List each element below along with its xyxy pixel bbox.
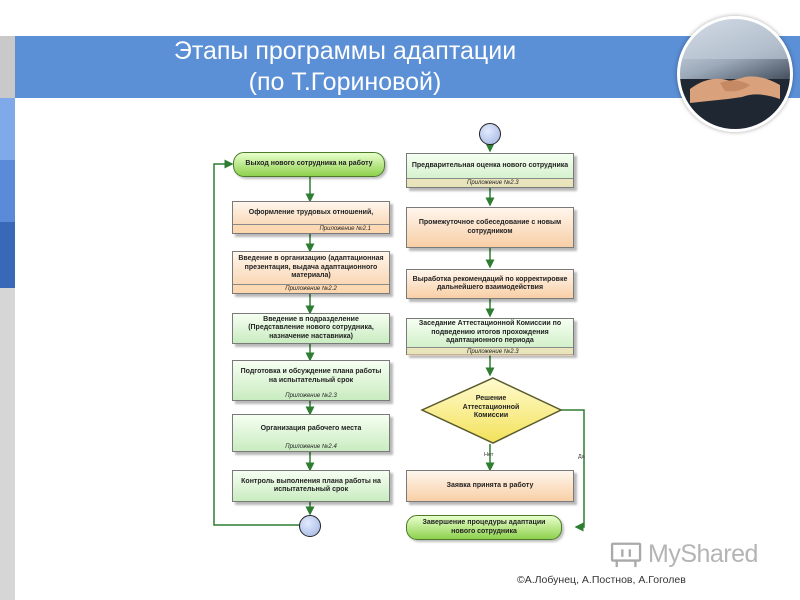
edge-stripe-blue-3 — [0, 222, 15, 288]
myshared-logo-icon — [610, 542, 642, 568]
step-interim-interview-text: Промежуточное собеседование с новым сотр… — [418, 219, 562, 235]
start-pill: Выход нового сотрудника на работу — [233, 152, 385, 177]
step-interim-interview: Промежуточное собеседование с новым сотр… — [406, 207, 574, 248]
step-request-accepted-text: Заявка принята в работу — [446, 481, 534, 489]
step-workplace-text: Организация рабочего места — [260, 424, 362, 432]
step-recommendations-text: Выработка рекомендаций по корректировке … — [412, 275, 568, 292]
step-employment: Оформление трудовых отношений, Приложени… — [232, 201, 390, 234]
decision-diamond — [420, 377, 563, 444]
step-commission-meeting-text: Заседание Аттестационной Комиссии по под… — [418, 320, 562, 344]
step-request-accepted: Заявка принята в работу — [406, 470, 574, 502]
slide-title-line2: (по Т.Гориновой) — [248, 68, 442, 96]
watermark-text: MyShared — [648, 540, 758, 568]
step-preliminary-assessment: Предварительная оценка нового сотрудника… — [406, 153, 574, 188]
step-preliminary-assessment-ref: Приложение №2.3 — [407, 178, 573, 187]
end-circle-left — [299, 515, 321, 537]
end-pill-label: Завершение процедуры адаптации нового со… — [422, 519, 546, 535]
step-workplace-ref: Приложение №2.4 — [285, 444, 337, 450]
edge-stripe-blue-2 — [0, 160, 15, 222]
step-intro-organization-ref: Приложение №2.2 — [233, 284, 389, 293]
step-intro-organization: Введение в организацию (адаптационная пр… — [232, 251, 390, 294]
step-control-text: Контроль выполнения плана работы на испы… — [241, 477, 381, 494]
step-commission-meeting-ref: Приложение №2.3 — [407, 346, 573, 356]
end-pill: Завершение процедуры адаптации нового со… — [406, 515, 562, 540]
step-employment-text: Оформление трудовых отношений, — [248, 208, 374, 216]
start-circle-right — [479, 123, 501, 145]
step-work-plan-text: Подготовка и обсуждение плана работы на … — [240, 368, 382, 384]
label-yes: Да — [578, 454, 585, 460]
step-recommendations: Выработка рекомендаций по корректировке … — [406, 269, 574, 299]
step-commission-meeting: Заседание Аттестационной Комиссии по под… — [406, 318, 574, 356]
copyright-text: ©А.Лобунец, А.Постнов, А.Гоголев — [517, 574, 686, 586]
edge-stripe-light — [0, 36, 15, 98]
step-intro-organization-text: Введение в организацию (адаптационная пр… — [238, 255, 384, 280]
step-intro-department: Введение в подразделение (Представление … — [232, 313, 390, 344]
step-work-plan-ref: Приложение №2.3 — [285, 393, 337, 399]
step-employment-ref: Приложение №2.1 — [233, 224, 389, 233]
edge-stripe-blue-1 — [0, 98, 15, 160]
step-control: Контроль выполнения плана работы на испы… — [232, 470, 390, 502]
slide-title-line1: Этапы программы адаптации — [173, 37, 517, 65]
arrow-loop — [213, 159, 310, 526]
step-intro-department-text: Введение в подразделение (Представление … — [248, 315, 374, 340]
edge-stripe-grey — [0, 288, 15, 600]
step-preliminary-assessment-text: Предварительная оценка нового сотрудника — [411, 161, 569, 169]
slide-title: Этапы программы адаптации (по Т.Гориново… — [15, 36, 675, 98]
arrow-yes — [560, 409, 585, 532]
label-no: Нет — [484, 452, 494, 458]
start-pill-label: Выход нового сотрудника на работу — [245, 160, 373, 168]
title-bar — [15, 36, 800, 98]
step-work-plan: Подготовка и обсуждение плана работы на … — [232, 360, 390, 401]
decision-label: Решение Аттестационной Комиссии — [462, 395, 520, 419]
step-workplace: Организация рабочего места Приложение №2… — [232, 414, 390, 452]
